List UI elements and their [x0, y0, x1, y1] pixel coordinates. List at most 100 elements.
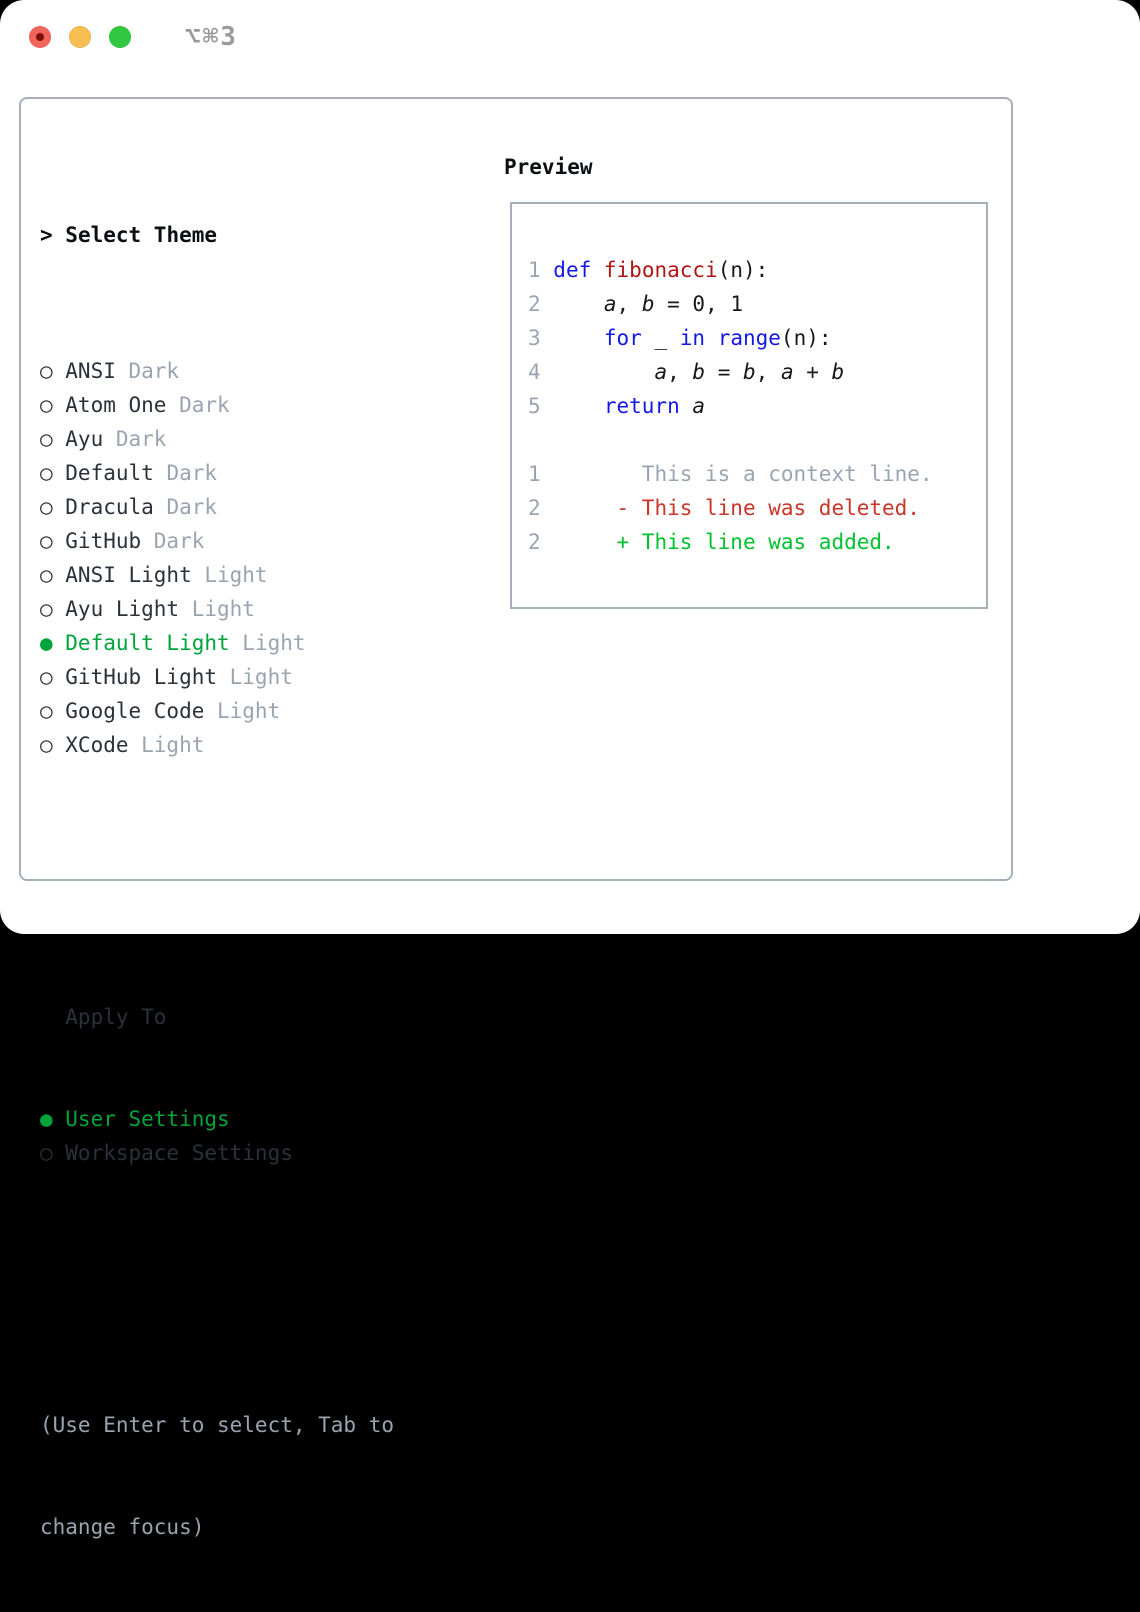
help-text-line-2: change focus) [40, 1515, 205, 1539]
apply-option-user-settings[interactable]: ● User Settings [40, 1102, 394, 1136]
theme-option-ansi-light[interactable]: ○ ANSI Light Light [40, 558, 394, 592]
theme-option-github-light[interactable]: ○GitHub Light Light [40, 660, 394, 694]
close-modified-dot-icon [36, 33, 44, 41]
theme-name: GitHub Light [65, 665, 217, 689]
code-line: 1 This is a context line. [528, 457, 986, 491]
theme-variant: Light [128, 733, 205, 757]
apply-to-header: Apply To [65, 1005, 167, 1029]
code-segment-ln: 4 [528, 360, 554, 384]
theme-option-default[interactable]: ○Default Dark [40, 456, 394, 490]
theme-name: Ayu Light [65, 597, 180, 621]
code-segment-var: b [692, 360, 706, 384]
theme-variant: Light [204, 699, 281, 723]
code-segment-ctx: This is a context line. [540, 462, 933, 486]
radio-unselected-icon: ○ [40, 427, 53, 451]
theme-option-google-code[interactable]: ○Google Code Light [40, 694, 394, 728]
code-line [528, 423, 986, 457]
code-segment-ln: 1 [528, 258, 554, 282]
radio-unselected-icon: ○ [40, 733, 53, 757]
spacer [40, 864, 394, 898]
theme-option-dracula[interactable]: ○ Dracula Dark [40, 490, 394, 524]
theme-variant: Dark [153, 495, 218, 519]
theme-variant: Dark [141, 529, 205, 553]
code-segment-pl [553, 326, 604, 350]
code-line: 4 a, b = b, a + b [528, 355, 986, 389]
radio-unselected-icon: ○ [40, 597, 53, 621]
apply-option-label: User Settings [65, 1107, 230, 1131]
apply-option-label: Workspace Settings [65, 1141, 293, 1165]
code-segment-var: a [692, 394, 706, 418]
theme-name: ANSI Light [65, 563, 192, 587]
code-segment-var: b [743, 360, 756, 384]
code-segment-pl: = [705, 360, 743, 384]
preview-header: Preview [504, 155, 593, 179]
theme-name: Google Code [65, 699, 205, 723]
focus-caret-icon: > [40, 223, 66, 247]
code-segment-add: + This line was added. [540, 530, 895, 554]
theme-variant: Dark [115, 359, 180, 383]
theme-name: Ayu [65, 427, 104, 451]
code-segment-pl: = 0, 1 [654, 292, 743, 316]
theme-option-list: ○ANSI Dark○Atom One Dark○Ayu Dark○Defaul… [40, 354, 394, 762]
theme-name: Default [65, 461, 154, 485]
code-segment-var: a [780, 360, 794, 384]
code-line: 3 for _ in range(n): [528, 321, 986, 355]
code-segment-kw: for [603, 326, 642, 350]
radio-selected-icon: ● [40, 631, 53, 655]
code-segment-pl [705, 326, 718, 350]
theme-name: ANSI [65, 359, 116, 383]
code-segment-ln: 2 [528, 496, 541, 520]
code-segment-pl: , [667, 360, 693, 384]
code-line: 2 a, b = 0, 1 [528, 287, 986, 321]
radio-unselected-icon: ○ [40, 461, 53, 485]
radio-unselected-icon: ○ [40, 665, 53, 689]
theme-option-github[interactable]: ○GitHub Dark [40, 524, 394, 558]
code-segment-pl [591, 258, 604, 282]
code-segment-del: - This line was deleted. [540, 496, 920, 520]
titlebar: ⌥⌘3 [29, 22, 238, 52]
code-segment-var: b [831, 360, 845, 384]
code-segment-kw: range [717, 326, 781, 350]
radio-unselected-icon: ○ [40, 495, 53, 519]
code-line: 2 - This line was deleted. [528, 491, 986, 525]
code-segment-var: a [654, 360, 668, 384]
theme-option-default-light[interactable]: ●Default Light Light [40, 626, 394, 660]
theme-name: GitHub [65, 529, 142, 553]
close-button[interactable] [29, 26, 51, 48]
theme-option-atom-one[interactable]: ○Atom One Dark [40, 388, 394, 422]
maximize-button[interactable] [109, 26, 131, 48]
apply-option-workspace-settings[interactable]: ○Workspace Settings [40, 1136, 394, 1170]
code-segment-ln: 2 [528, 292, 554, 316]
theme-variant: Dark [166, 393, 230, 417]
spacer [40, 1272, 394, 1306]
code-segment-pl: + [793, 360, 832, 384]
theme-option-ayu-light[interactable]: ○ Ayu Light Light [40, 592, 394, 626]
theme-variant: Dark [103, 427, 167, 451]
code-segment-pl: (n): [780, 326, 832, 350]
code-segment-pl [680, 394, 693, 418]
radio-unselected-icon: ○ [40, 393, 53, 417]
apply-to-option-list: ● User Settings ○Workspace Settings [40, 1102, 394, 1170]
code-segment-ln: 3 [528, 326, 554, 350]
code-segment-pl: , [616, 292, 642, 316]
theme-variant: Light [191, 563, 268, 587]
code-line: 1 def fibonacci(n): [528, 253, 986, 287]
code-segment-pl [553, 394, 604, 418]
radio-selected-icon: ● [40, 1107, 53, 1131]
theme-variant: Light [179, 597, 255, 621]
theme-list: > Select Theme ○ANSI Dark○Atom One Dark○… [40, 150, 394, 1612]
code-segment-fn: fibonacci [603, 258, 718, 282]
code-segment-var: b [641, 292, 655, 316]
theme-option-xcode[interactable]: ○ XCode Light [40, 728, 394, 762]
theme-variant: Light [229, 631, 306, 655]
minimize-button[interactable] [69, 26, 91, 48]
help-text-line-1: (Use Enter to select, Tab to [40, 1413, 395, 1437]
app-window: ⌥⌘3 > Select Theme ○ANSI Dark○Atom One D… [0, 0, 1140, 1539]
theme-option-ansi[interactable]: ○ANSI Dark [40, 354, 394, 388]
code-segment-pl [553, 292, 604, 316]
theme-name: XCode [65, 733, 129, 757]
theme-name: Dracula [65, 495, 154, 519]
theme-option-ayu[interactable]: ○ Ayu Dark [40, 422, 394, 456]
radio-unselected-icon: ○ [40, 563, 53, 587]
